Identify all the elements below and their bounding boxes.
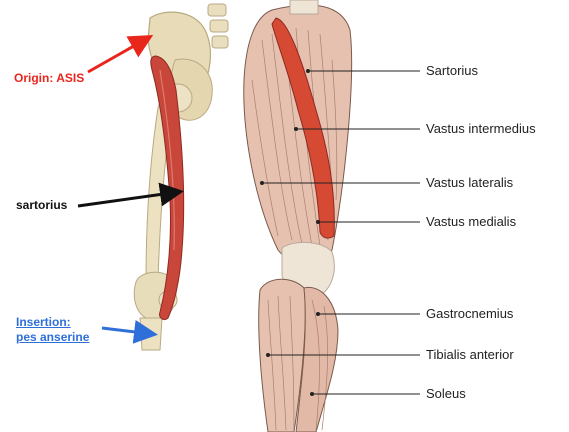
hip-bone-bit (290, 0, 318, 14)
leg-muscle-illustration (232, 0, 569, 432)
vertebra (210, 20, 228, 32)
vertebra (212, 36, 228, 48)
leg-muscles-diagram: Sartorius Vastus intermedius Vastus late… (232, 0, 569, 432)
label-gastrocnemius: Gastrocnemius (426, 307, 513, 321)
vertebra (208, 4, 226, 16)
muscle-arrow (78, 192, 178, 206)
thigh-bone-illustration (0, 0, 230, 360)
insertion-label-line2: pes anserine (16, 331, 89, 344)
sartorius-label: sartorius (16, 199, 67, 212)
label-soleus: Soleus (426, 387, 466, 401)
insertion-label-line1: Insertion: (16, 316, 71, 329)
origin-arrow (88, 38, 148, 72)
label-vastus-intermedius: Vastus intermedius (426, 122, 536, 136)
label-vastus-medialis: Vastus medialis (426, 215, 516, 229)
label-vastus-lateralis: Vastus lateralis (426, 176, 513, 190)
origin-label: Origin: ASIS (14, 72, 84, 85)
label-sartorius: Sartorius (426, 64, 478, 78)
sartorius-bone-diagram: Origin: ASIS sartorius Insertion: pes an… (0, 0, 230, 360)
label-tibialis-anterior: Tibialis anterior (426, 348, 514, 362)
